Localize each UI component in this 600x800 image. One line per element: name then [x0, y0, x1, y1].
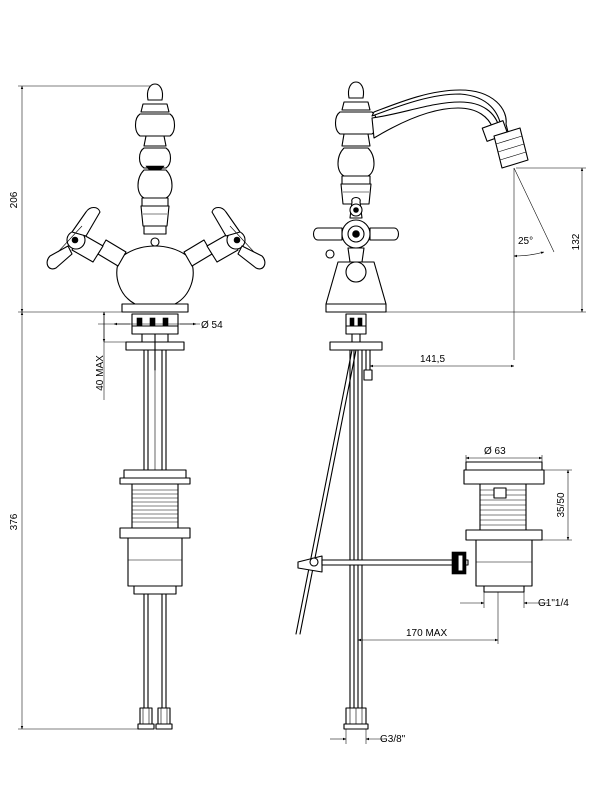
dim-height-upper: 206: [9, 191, 20, 208]
side-waste: [463, 461, 545, 593]
front-view: [46, 83, 266, 730]
front-finial: [134, 83, 176, 172]
dim-waste-stroke: 35/50: [556, 492, 567, 517]
dim-spout-reach: 141,5: [420, 354, 445, 365]
side-column: [337, 147, 375, 205]
dim-waste-diameter: Ø 63: [484, 446, 506, 457]
side-base: [325, 249, 387, 313]
side-view: [295, 81, 545, 730]
side-hoses: [295, 349, 363, 713]
side-cross-handle: [312, 196, 400, 263]
dim-height-lower: 376: [9, 513, 20, 530]
dim-base-diameter: Ø 54: [201, 320, 223, 331]
front-waste-thread: [132, 489, 178, 523]
side-spout: [371, 89, 529, 169]
side-linkage-rod: [297, 551, 469, 575]
front-mounting: [125, 313, 185, 371]
dim-rod-length: 170 MAX: [406, 628, 447, 639]
dim-deck-thickness: 40 MAX: [95, 355, 106, 391]
front-left-handle: [46, 206, 127, 270]
front-base-body: [116, 245, 194, 313]
side-hose-fittings: [343, 707, 369, 730]
dim-hose-thread: G3/8": [380, 734, 406, 745]
front-column: [137, 169, 173, 247]
dim-spout-angle: 25°: [518, 236, 533, 247]
front-waste: [119, 469, 191, 595]
front-hose-fittings: [137, 707, 173, 730]
dim-waste-thread: G1"1/4: [538, 598, 569, 609]
front-right-handle: [183, 206, 266, 270]
side-mounting: [329, 313, 383, 381]
dim-spout-height: 132: [571, 233, 582, 250]
side-dimensions: 132 25° 141,5 Ø 63 35/50 G1"1/4 170 MAX: [330, 167, 586, 745]
front-dimensions: 206 376 Ø 54 40 MAX: [9, 85, 223, 730]
side-finial: [334, 81, 378, 147]
